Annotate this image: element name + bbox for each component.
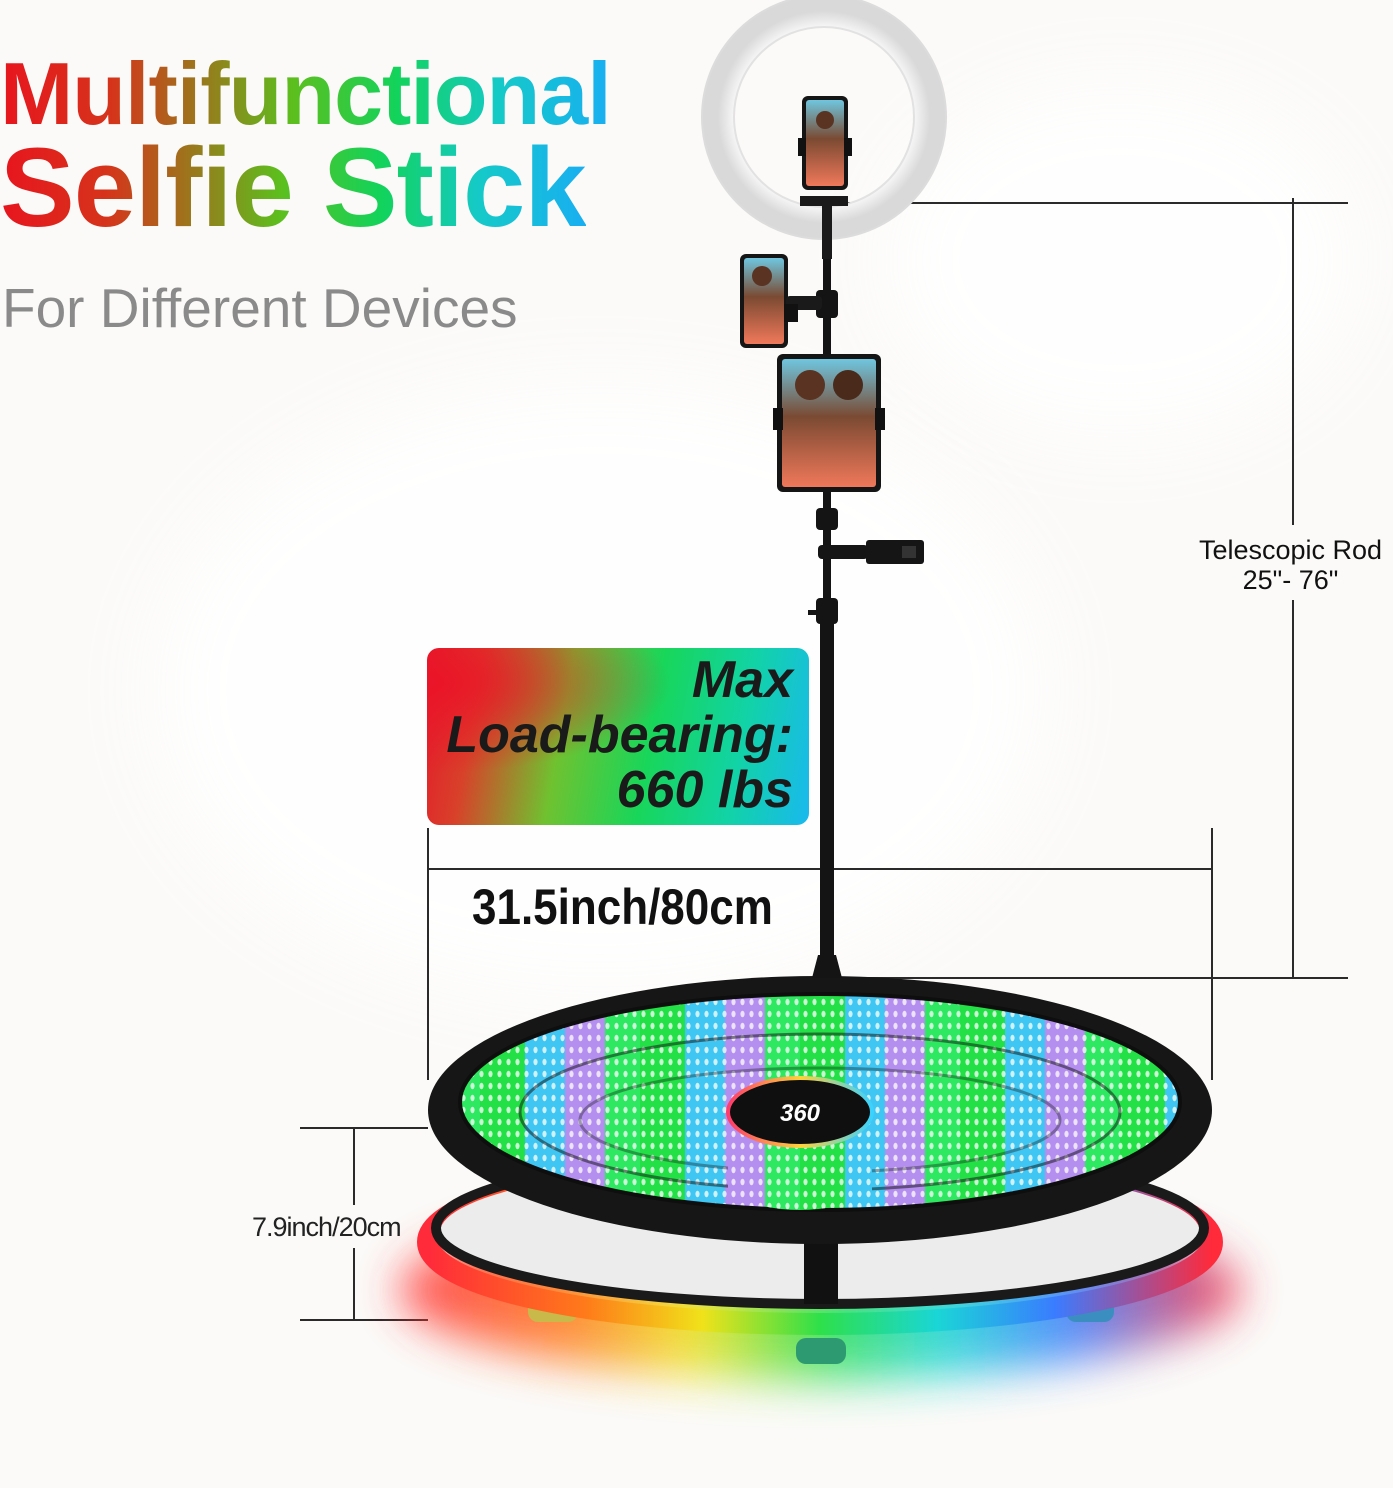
- base-support-post: [804, 1232, 838, 1304]
- subtitle: For Different Devices: [2, 277, 518, 339]
- load-label-value: 660 lbs: [616, 761, 793, 819]
- headline-line-1: Multifunctional: [0, 44, 612, 143]
- hub-logo: 360: [780, 1100, 821, 1127]
- rod-label-title: Telescopic Rod: [1198, 535, 1383, 565]
- rod-dimension-lines: [830, 198, 1348, 979]
- height-dimension-lines: [300, 1127, 428, 1321]
- center-hub: 360: [726, 1076, 874, 1210]
- platform-height-label: 7.9inch/20cm: [252, 1212, 402, 1242]
- rod-label-range: 25"- 76": [1242, 565, 1339, 595]
- headline-line-2: Selfie Stick: [0, 125, 587, 250]
- load-capacity-badge: Max Load-bearing: 660 lbs: [427, 648, 809, 825]
- load-label-max: Max: [691, 651, 793, 709]
- rod-length-label: Telescopic Rod 25"- 76": [1188, 535, 1393, 595]
- telescopic-rod: [808, 255, 842, 978]
- platform-width-label: 31.5inch/80cm: [472, 879, 773, 935]
- accessory-clamp: [818, 540, 924, 564]
- side-phone: [740, 254, 822, 348]
- phone-in-ring: [798, 96, 852, 190]
- background-glow-right: [880, 80, 1360, 440]
- ring-light: [701, 0, 947, 259]
- tablet: [773, 354, 885, 492]
- load-label-title: Load-bearing:: [446, 706, 793, 764]
